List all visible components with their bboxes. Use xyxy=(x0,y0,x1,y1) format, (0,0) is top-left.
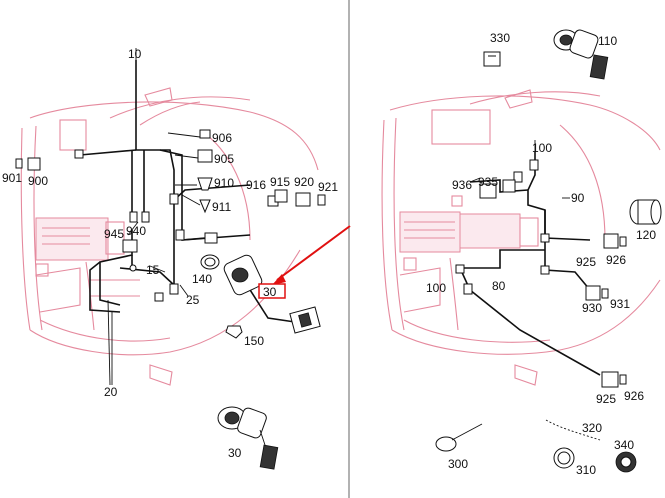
right-labels: 330 110 100 936 935 90 120 925 926 100 8… xyxy=(426,31,656,477)
label-330: 330 xyxy=(490,31,510,45)
label-900: 900 xyxy=(28,174,48,188)
connector-915 xyxy=(274,189,288,203)
connector-906 xyxy=(199,129,211,139)
right-parts xyxy=(435,29,662,473)
label-926-bottom: 926 xyxy=(624,389,644,403)
connector-920 xyxy=(295,192,311,207)
label-915: 915 xyxy=(270,175,290,189)
label-340: 340 xyxy=(614,438,634,452)
label-100-top: 100 xyxy=(532,141,552,155)
label-320: 320 xyxy=(582,421,602,435)
bracket-330 xyxy=(483,51,501,67)
label-100-bottom: 100 xyxy=(426,281,446,295)
label-925-top: 925 xyxy=(576,255,596,269)
connector-900 xyxy=(27,157,41,171)
label-25: 25 xyxy=(186,293,200,307)
highlight-box xyxy=(258,283,286,299)
label-150: 150 xyxy=(244,334,264,348)
label-10: 10 xyxy=(128,47,142,61)
callout-arrowhead xyxy=(272,274,286,285)
label-930: 930 xyxy=(582,301,602,315)
label-901: 901 xyxy=(2,171,22,185)
cable-tie-300 xyxy=(435,423,483,452)
label-80: 80 xyxy=(492,279,506,293)
label-20: 20 xyxy=(104,385,118,399)
label-30-detail: 30 xyxy=(228,446,242,460)
label-30-highlighted: 30 xyxy=(263,285,277,299)
connector-921 xyxy=(317,194,326,206)
label-110: 110 xyxy=(598,34,617,48)
label-945: 945 xyxy=(104,227,124,241)
right-wiring-harness xyxy=(459,140,601,376)
connector-901 xyxy=(15,158,23,169)
connector-930 xyxy=(585,285,601,301)
connector-905 xyxy=(197,149,213,163)
plug-120 xyxy=(629,199,662,225)
sensor-110 xyxy=(553,29,609,80)
connector-911 xyxy=(199,199,211,214)
connector-936 xyxy=(479,183,497,199)
label-120: 120 xyxy=(636,228,656,242)
label-935: 935 xyxy=(478,175,498,189)
label-911: 911 xyxy=(212,200,231,214)
sensor-30 xyxy=(223,254,321,334)
connector-925-top xyxy=(603,233,619,249)
callout-arrow xyxy=(276,225,351,281)
left-labels: 10 906 905 910 911 916 915 920 921 901 9… xyxy=(2,47,338,460)
left-parts xyxy=(15,129,326,470)
connector-926-top xyxy=(619,236,627,247)
grommet-340 xyxy=(615,451,637,473)
label-926-top: 926 xyxy=(606,253,626,267)
label-905: 905 xyxy=(214,152,234,166)
label-916: 916 xyxy=(246,178,266,192)
label-300: 300 xyxy=(448,457,468,471)
label-15: 15 xyxy=(146,263,160,277)
sensor-30-detail xyxy=(217,406,279,470)
clip-strip-320 xyxy=(545,419,601,441)
label-310: 310 xyxy=(576,463,596,477)
bolt-150 xyxy=(225,325,243,339)
connector-910 xyxy=(197,177,213,191)
label-931: 931 xyxy=(610,297,630,311)
label-925-bottom: 925 xyxy=(596,392,616,406)
connector-926-bottom xyxy=(619,374,627,385)
label-140: 140 xyxy=(192,272,212,286)
label-920: 920 xyxy=(294,175,314,189)
connector-931 xyxy=(601,288,609,299)
connector-925-bottom xyxy=(601,371,619,388)
connector-935 xyxy=(502,179,516,193)
label-940: 940 xyxy=(126,224,146,238)
label-936: 936 xyxy=(452,178,472,192)
left-vehicle-outline xyxy=(20,87,319,386)
right-vehicle-outline xyxy=(381,89,661,386)
grommet-310 xyxy=(553,447,575,469)
label-921: 921 xyxy=(318,180,338,194)
label-906: 906 xyxy=(212,131,232,145)
label-90: 90 xyxy=(571,191,585,205)
label-910: 910 xyxy=(214,176,234,190)
